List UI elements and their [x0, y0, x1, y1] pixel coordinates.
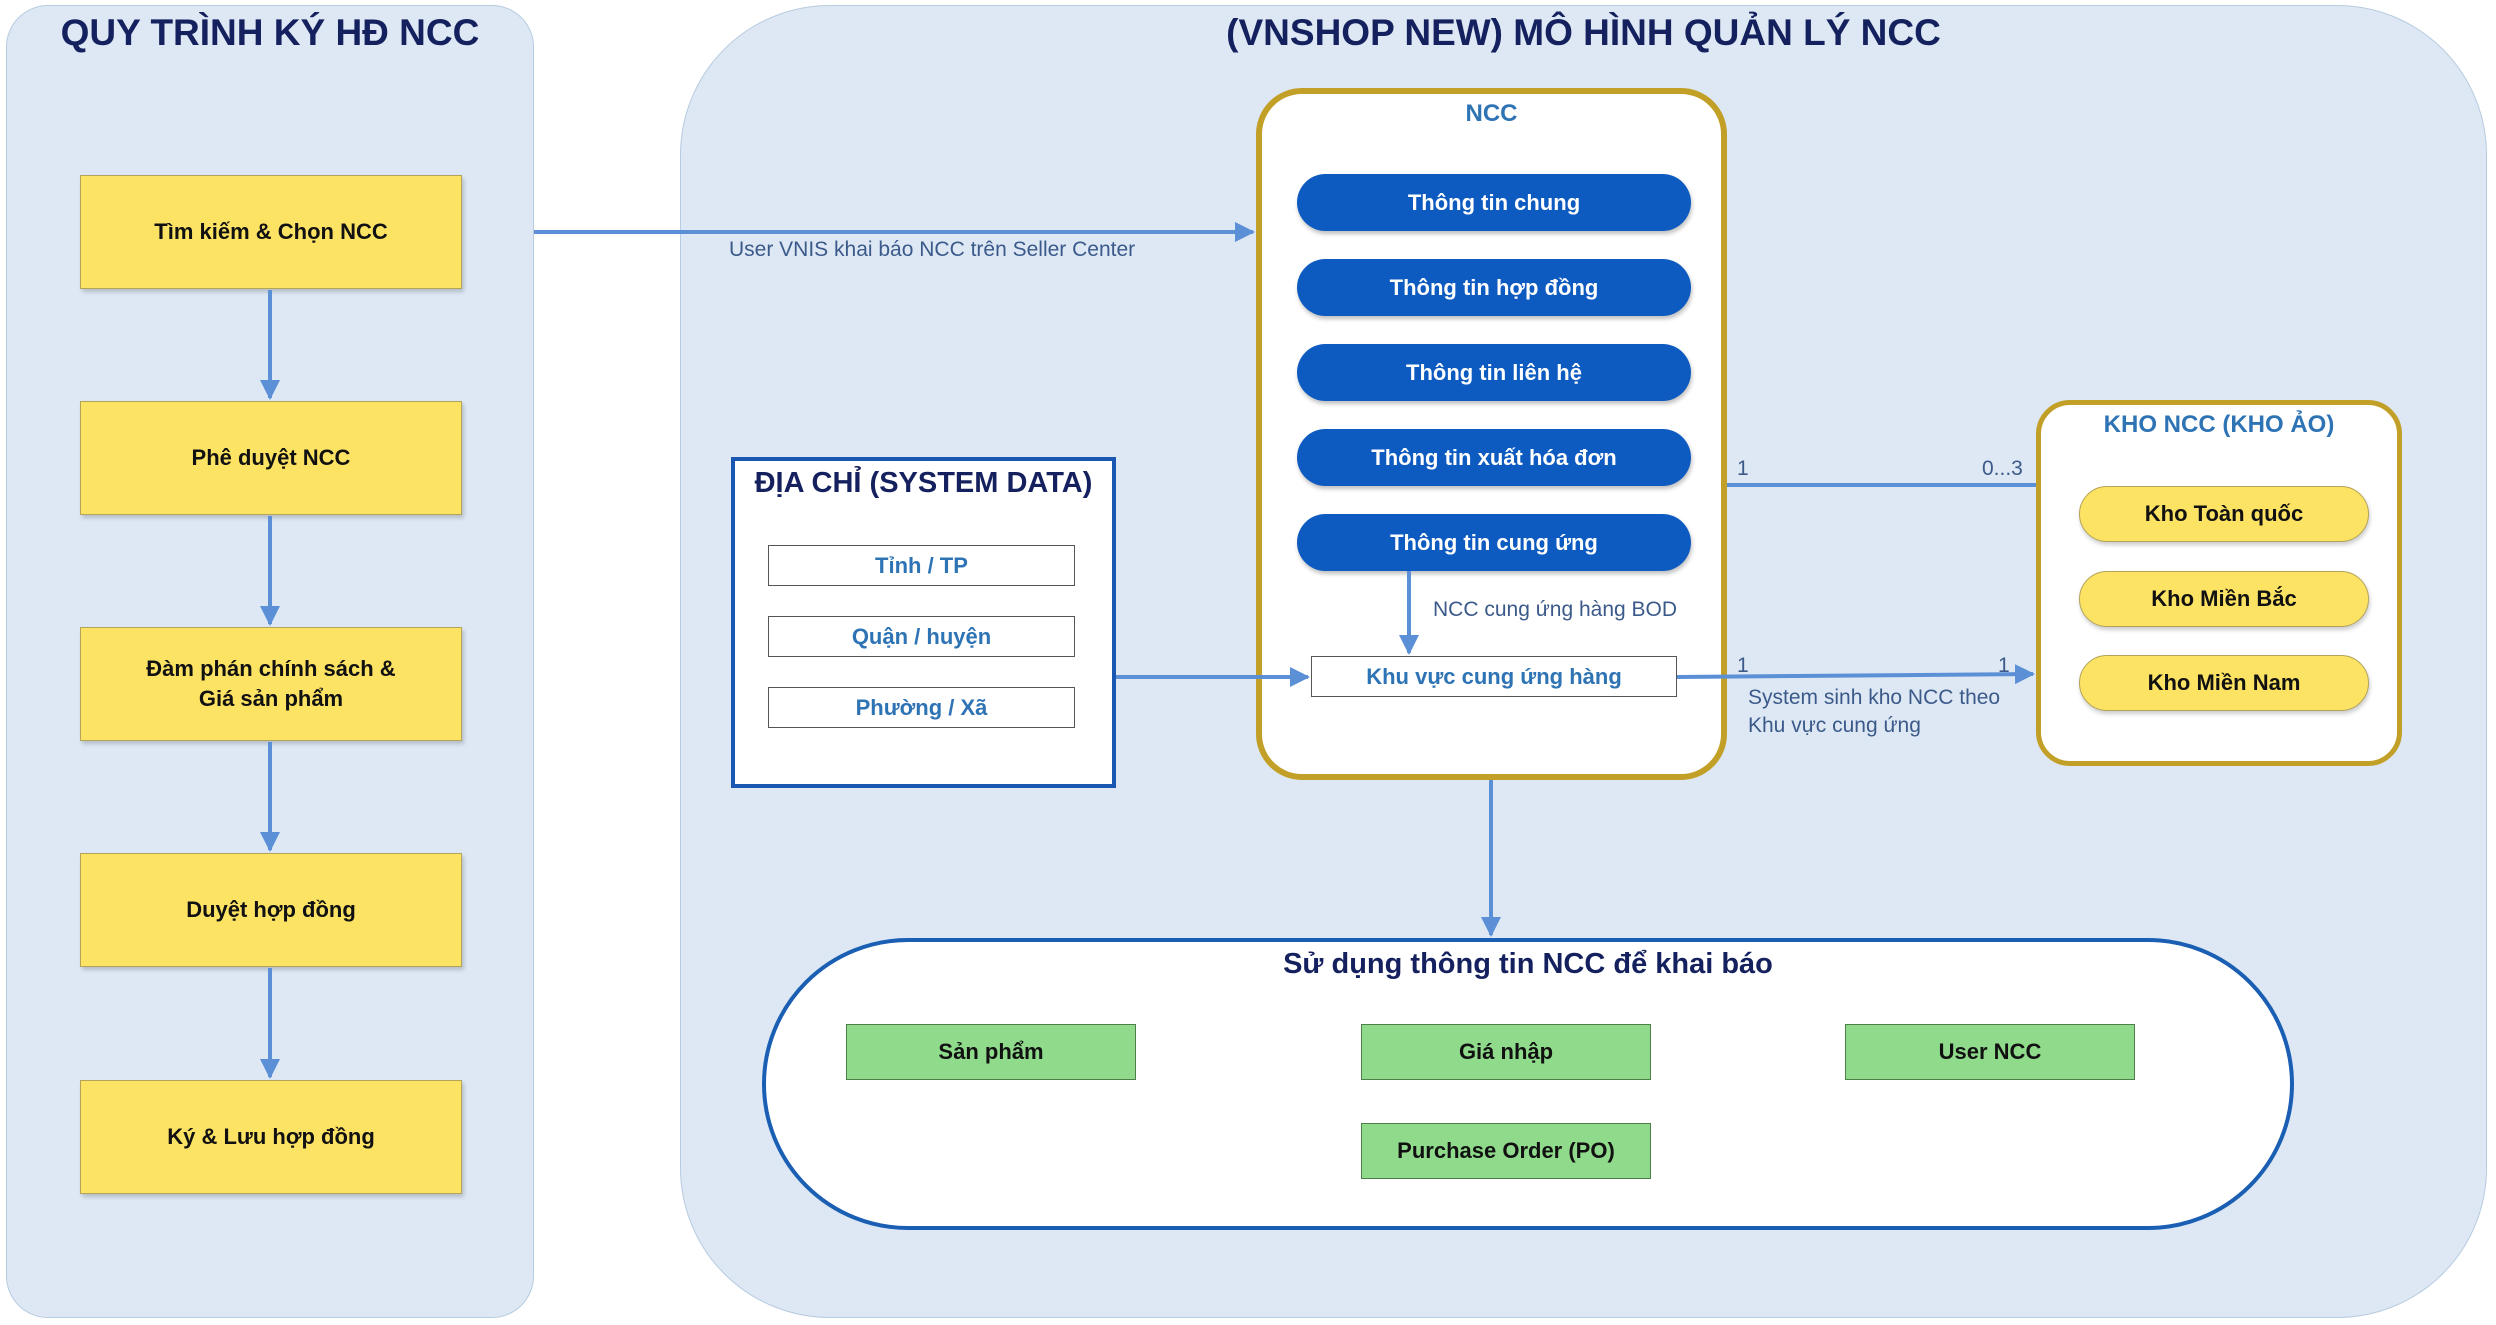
usage-user-ncc-box[interactable]: User NCC: [1845, 1024, 2135, 1080]
seller-center-label: User VNIS khai báo NCC trên Seller Cente…: [729, 238, 1136, 261]
usage-title: Sử dụng thông tin NCC để khai báo: [1283, 948, 1773, 980]
address-district-field[interactable]: Quận / huyện: [768, 616, 1075, 657]
right-panel-title: (VNSHOP NEW) MÔ HÌNH QUẢN LÝ NCC: [1226, 12, 1941, 53]
ncc-supply-area-box[interactable]: Khu vực cung ứng hàng: [1311, 656, 1677, 697]
ncc-supply-info-pill[interactable]: Thông tin cung ứng: [1297, 514, 1691, 571]
ncc-kho-cardinality-left: 1: [1737, 457, 1749, 480]
usage-product-box[interactable]: Sản phẩm: [846, 1024, 1136, 1080]
ncc-kho-cardinality-right: 0...3: [1982, 457, 2023, 480]
address-title: ĐỊA CHỈ (SYSTEM DATA): [754, 467, 1093, 499]
system-note-line1: System sinh kho NCC theo: [1748, 686, 2001, 709]
ncc-usage-container: [762, 938, 2294, 1230]
system-note-line2: Khu vực cung ứng: [1748, 714, 1921, 737]
step-search-select-ncc[interactable]: Tìm kiếm & Chọn NCC: [80, 175, 462, 289]
left-panel-title: QUY TRÌNH KÝ HĐ NCC: [60, 12, 480, 53]
ncc-general-info-pill[interactable]: Thông tin chung: [1297, 174, 1691, 231]
arrow-area-to-warehouse: [1676, 664, 2035, 685]
warehouse-title: KHO NCC (KHO ẢO): [2103, 411, 2335, 438]
ncc-title: NCC: [1465, 100, 1518, 127]
step-approve-ncc[interactable]: Phê duyệt NCC: [80, 401, 462, 515]
usage-purchase-order-box[interactable]: Purchase Order (PO): [1361, 1123, 1651, 1179]
step-negotiate-price[interactable]: Đàm phán chính sách & Giá sản phẩm: [80, 627, 462, 741]
warehouse-north-pill[interactable]: Kho Miền Bắc: [2079, 571, 2369, 627]
step-sign-store-contract[interactable]: Ký & Lưu hợp đồng: [80, 1080, 462, 1194]
address-province-field[interactable]: Tỉnh / TP: [768, 545, 1075, 586]
usage-import-price-box[interactable]: Giá nhập: [1361, 1024, 1651, 1080]
ncc-contact-info-pill[interactable]: Thông tin liên hệ: [1297, 344, 1691, 401]
ncc-invoice-info-pill[interactable]: Thông tin xuất hóa đơn: [1297, 429, 1691, 486]
supply-bod-label: NCC cung ứng hàng BOD: [1433, 598, 1678, 621]
ncc-contract-info-pill[interactable]: Thông tin hợp đồng: [1297, 259, 1691, 316]
area-kho-cardinality-right: 1: [1998, 654, 2010, 677]
area-kho-cardinality-left: 1: [1737, 654, 1749, 677]
warehouse-nationwide-pill[interactable]: Kho Toàn quốc: [2079, 486, 2369, 542]
step-review-contract[interactable]: Duyệt hợp đồng: [80, 853, 462, 967]
warehouse-south-pill[interactable]: Kho Miền Nam: [2079, 655, 2369, 711]
address-ward-field[interactable]: Phường / Xã: [768, 687, 1075, 728]
